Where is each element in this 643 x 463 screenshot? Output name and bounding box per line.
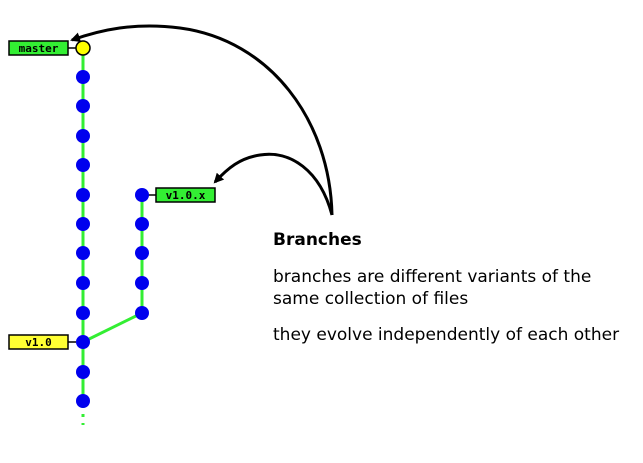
commit-node (76, 394, 90, 408)
v1-0-tag-box (8, 334, 69, 350)
v1-0-x-label-box (155, 187, 216, 203)
branch-commit-node (135, 188, 149, 202)
branch-commit-node (135, 246, 149, 260)
commit-node (76, 335, 90, 349)
commit-node (76, 188, 90, 202)
commit-node (76, 158, 90, 172)
commit-node (76, 70, 90, 84)
branch-commit-node (135, 306, 149, 320)
v1-0-tag-label: v1.0 (25, 336, 52, 349)
head-commit-node (75, 40, 91, 56)
master-label-box (8, 40, 69, 56)
description-paragraph-2: they evolve independently of each other (273, 325, 620, 345)
commit-node (76, 246, 90, 260)
commit-node (76, 129, 90, 143)
branch-connector-line (82, 311, 143, 344)
description-paragraph-1: branches are different variants of the s… (273, 267, 592, 309)
commit-node (76, 276, 90, 290)
commit-node (76, 365, 90, 379)
commit-node (76, 99, 90, 113)
arrow-to-branch (213, 152, 334, 216)
commit-node (76, 217, 90, 231)
arrow-to-master (70, 24, 334, 216)
description-block: Branches branches are different variants… (273, 230, 633, 360)
commit-node (76, 306, 90, 320)
heading: Branches (273, 230, 362, 250)
branch-commit-node (135, 217, 149, 231)
v1-0-x-label: v1.0.x (166, 189, 206, 202)
branch-commit-node (135, 276, 149, 290)
master-label: master (19, 42, 59, 55)
